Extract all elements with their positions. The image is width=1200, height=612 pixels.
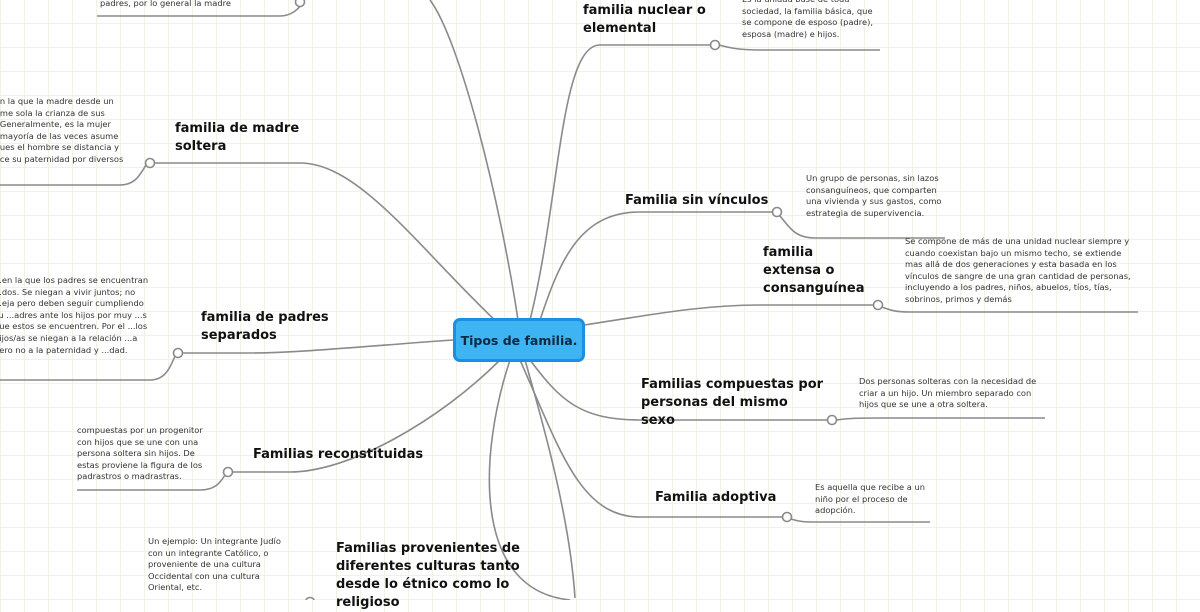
node-circle — [771, 206, 783, 218]
topic-diferentes-culturas[interactable]: Familias provenientes de diferentes cult… — [336, 541, 520, 610]
node-circle — [294, 0, 306, 8]
central-topic[interactable]: Tipos de familia. — [453, 318, 585, 362]
note-mismo-sexo[interactable]: Dos personas solteras con la necesidad d… — [859, 376, 1037, 410]
topic-padres-separados[interactable]: familia de padres separados — [201, 310, 329, 343]
note-adoptiva[interactable]: Es aquella que recibe a un niño por el p… — [815, 482, 925, 516]
node-circle — [709, 39, 721, 51]
note-sin-vinculos[interactable]: Un grupo de personas, sin lazos consangu… — [806, 173, 942, 218]
topic-reconstituidas[interactable]: Familias reconstituidas — [253, 447, 424, 462]
topic-familia-nuclear[interactable]: familia nuclear o elemental — [583, 3, 706, 36]
central-topic-label: Tipos de familia. — [460, 332, 578, 348]
note-madre-soltera[interactable]: ...n la que la madre desde un ...me sola… — [0, 96, 124, 164]
note-diferentes-culturas[interactable]: Un ejemplo: Un integrante Judío con un i… — [148, 536, 281, 593]
node-circle — [872, 299, 884, 311]
node-circle — [144, 157, 156, 169]
topic-madre-soltera[interactable]: familia de madre soltera — [175, 121, 300, 154]
note-familia-nuclear[interactable]: Es la unidad base de toda sociedad, la f… — [742, 0, 874, 39]
topic-familia-extensa[interactable]: familia extensa o consanguínea — [763, 245, 865, 296]
node-circle — [172, 347, 184, 359]
node-circle — [222, 466, 234, 478]
note-reconstituidas[interactable]: compuestas por un progenitor con hijos q… — [77, 425, 203, 482]
node-circle — [781, 511, 793, 523]
note-padres-separados[interactable]: ...en la que los padres se encuentran ..… — [0, 275, 149, 355]
node-circle — [826, 414, 838, 426]
topic-adoptiva[interactable]: Familia adoptiva — [655, 490, 777, 505]
note-familia-extensa[interactable]: Se compone de más de una unidad nuclear … — [905, 236, 1131, 304]
note-branch-0[interactable]: padres, por lo general la madre — [100, 0, 231, 8]
node-circle — [305, 596, 315, 600]
topic-mismo-sexo[interactable]: Familias compuestas por personas del mis… — [641, 377, 824, 428]
topic-sin-vinculos[interactable]: Familia sin vínculos — [625, 193, 769, 208]
